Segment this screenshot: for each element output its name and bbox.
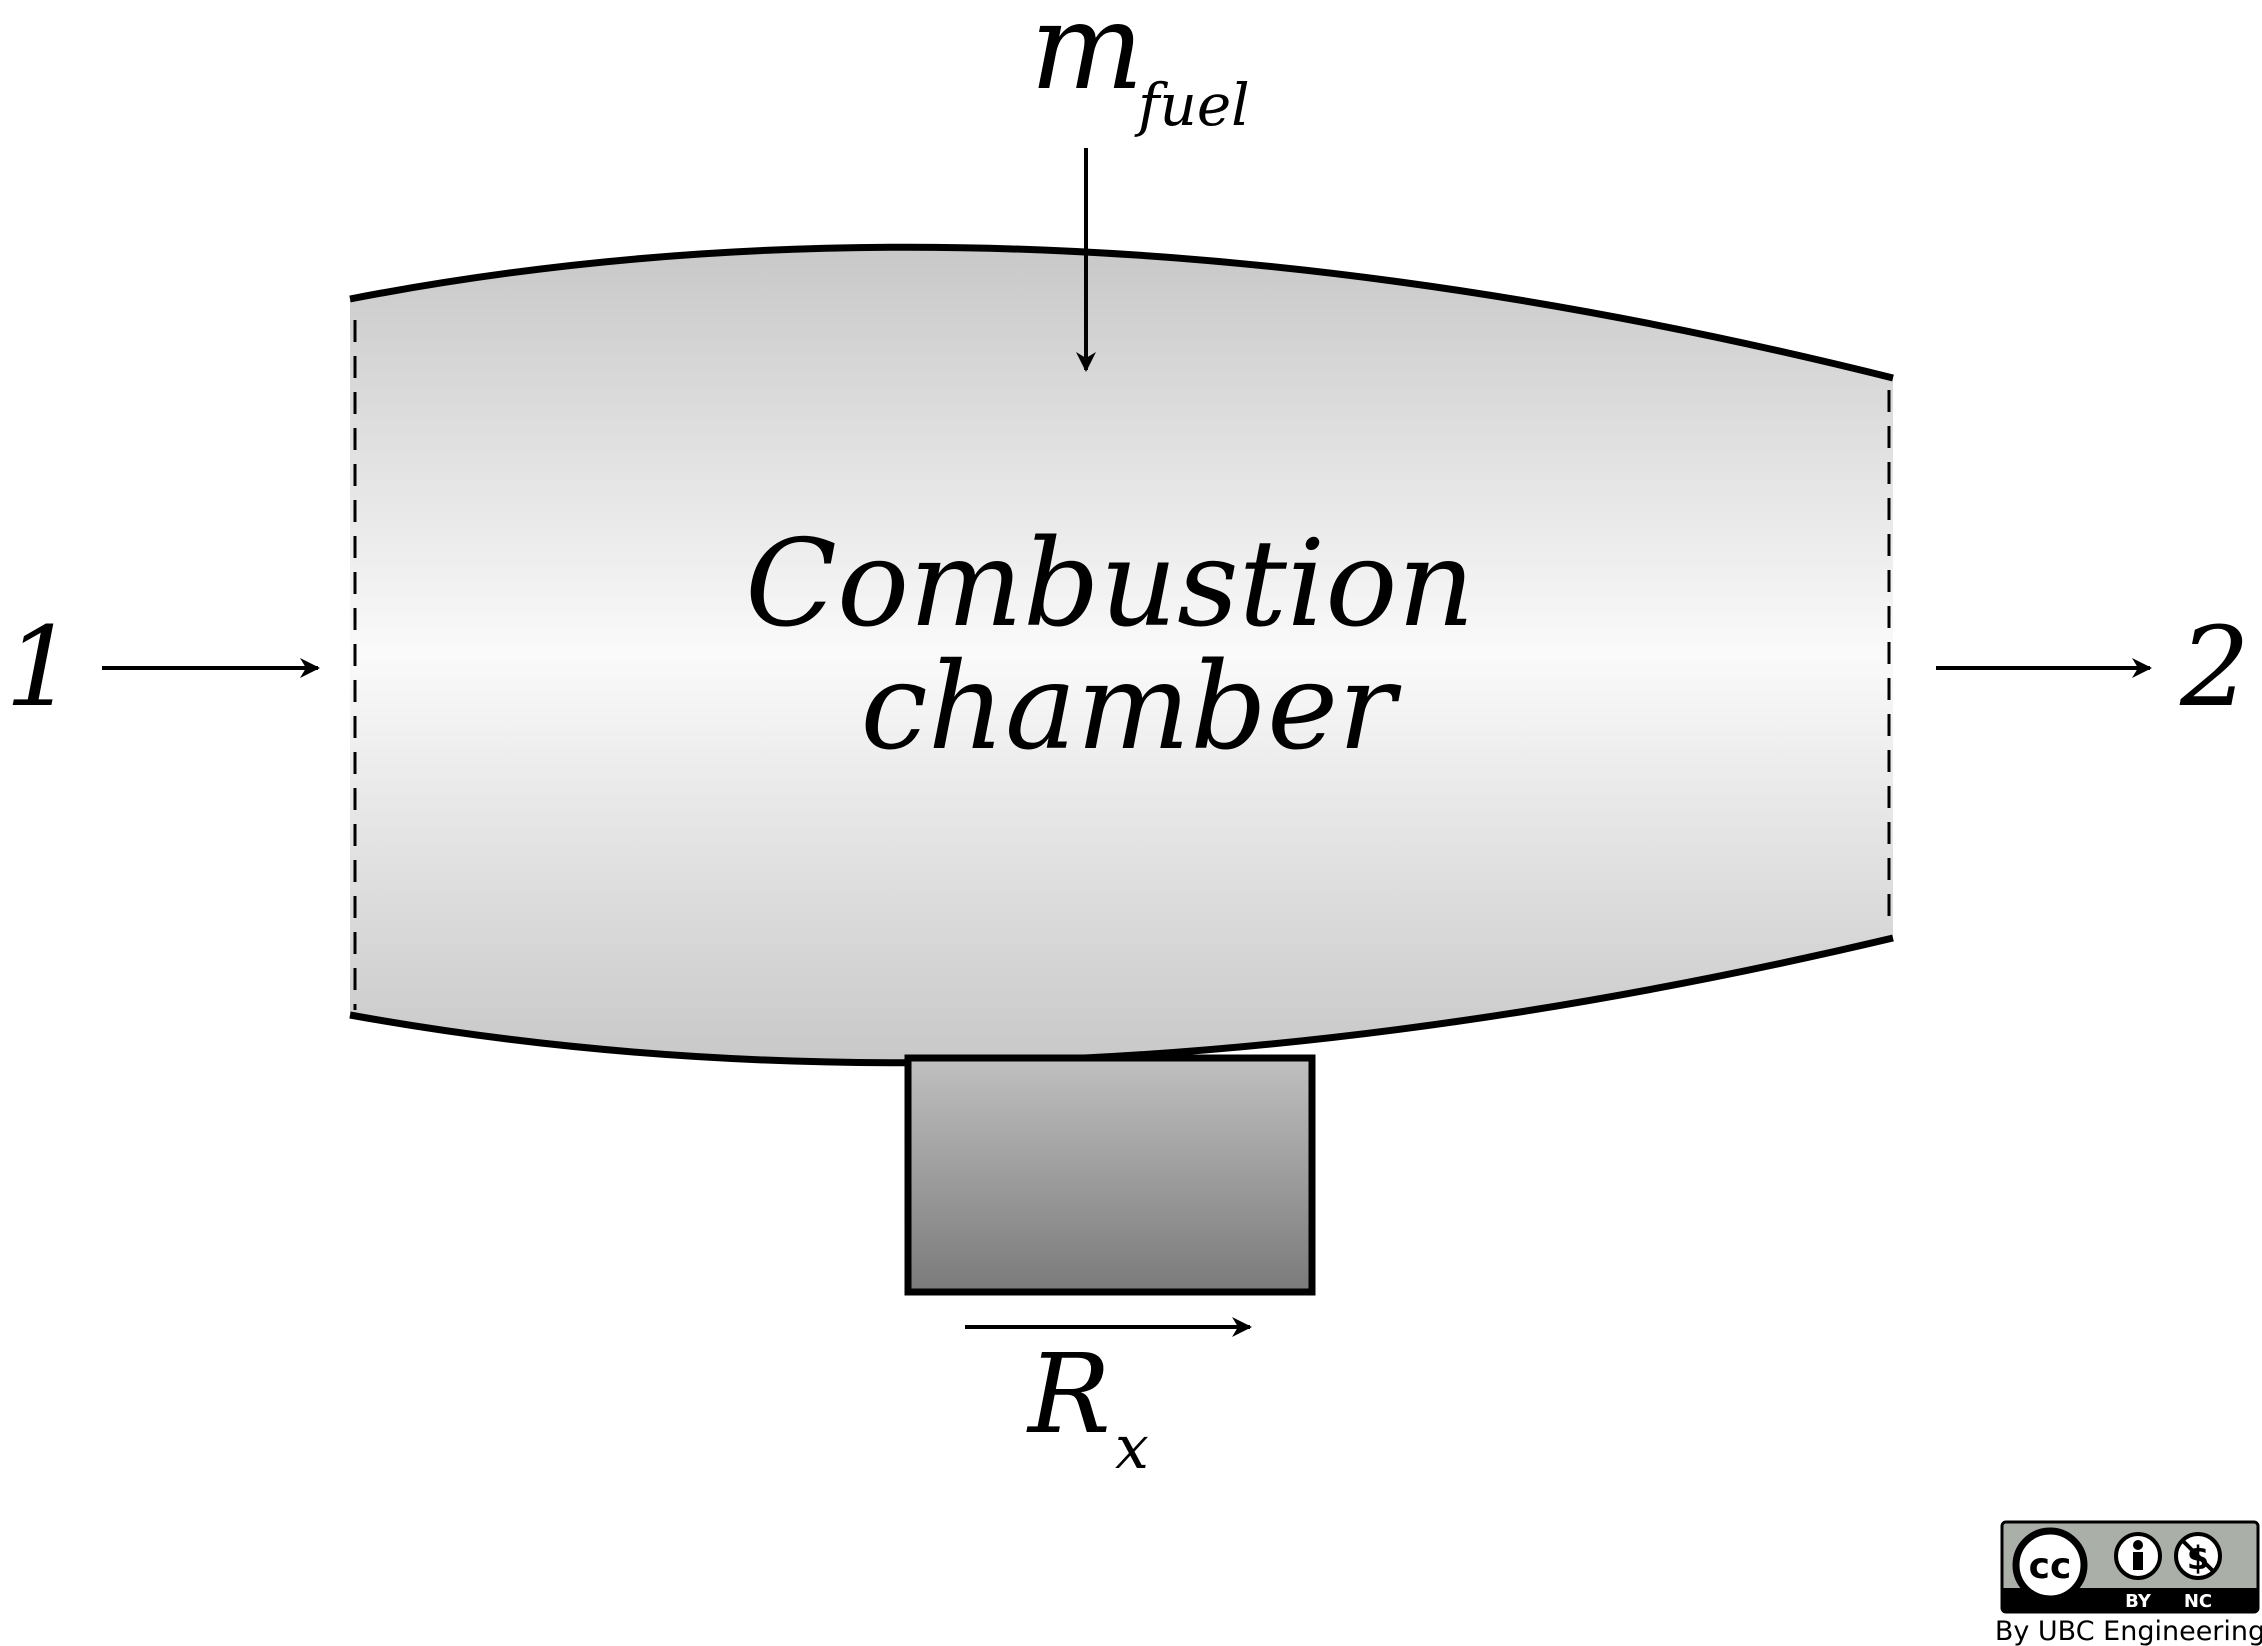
creative-commons-icon: cc bbox=[2012, 1527, 2088, 1603]
reaction-force: R x bbox=[965, 1317, 1252, 1483]
fuel-subscript: fuel bbox=[1134, 71, 1250, 139]
reaction-symbol: R bbox=[1026, 1330, 1111, 1458]
outlet-label: 2 bbox=[2179, 603, 2250, 731]
chamber-top-wall bbox=[349, 243, 1894, 382]
badge-by-text: BY bbox=[2125, 1591, 2152, 1612]
non-commercial-dollar-icon: $ bbox=[2174, 1532, 2222, 1580]
outlet: 2 bbox=[1936, 603, 2250, 731]
reaction-subscript: x bbox=[1115, 1413, 1149, 1483]
badge-nc-text: NC bbox=[2184, 1591, 2212, 1612]
chamber-mount bbox=[904, 1054, 1316, 1296]
license-badge[interactable]: cc $ BY NC bbox=[2000, 1520, 2260, 1614]
fuel-input: m fuel bbox=[1030, 0, 1250, 372]
chamber-fill bbox=[350, 247, 1893, 1063]
attribution-person-icon bbox=[2114, 1532, 2162, 1580]
badge-cc-text: cc bbox=[2029, 1546, 2072, 1587]
license-credit: By UBC Engineering bbox=[1995, 1616, 2262, 1646]
chamber-label-line2: chamber bbox=[860, 638, 1402, 777]
inlet-label: 1 bbox=[5, 603, 75, 731]
inlet: 1 bbox=[5, 603, 320, 731]
chamber-label-line1: Combustion bbox=[745, 515, 1475, 654]
fuel-symbol: m bbox=[1030, 0, 1144, 117]
